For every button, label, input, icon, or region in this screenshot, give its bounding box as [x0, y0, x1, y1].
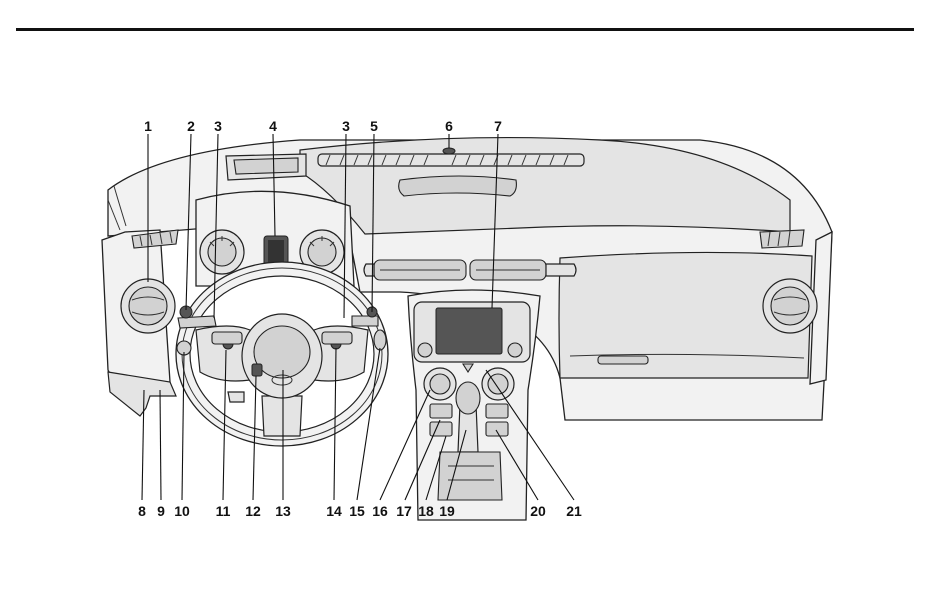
- callout-bottom-13: 13: [275, 503, 291, 519]
- ignition-switch: [374, 330, 386, 350]
- center-stack: [408, 290, 540, 520]
- callout-top-5: 5: [370, 118, 378, 134]
- callout-bottom-18: 18: [418, 503, 434, 519]
- steering-wheel: [176, 262, 388, 446]
- heads-up-display: [226, 154, 306, 180]
- center-upper-vent: [399, 176, 517, 196]
- callout-bottom-10: 10: [174, 503, 190, 519]
- right-round-air-vent: [763, 279, 817, 333]
- callout-top-3-right: 3: [342, 118, 350, 134]
- callout-bottom-8: 8: [138, 503, 146, 519]
- callout-top-3-left: 3: [214, 118, 222, 134]
- callout-top-7: 7: [494, 118, 502, 134]
- right-side-vent: [760, 230, 804, 248]
- callout-bottom-16: 16: [372, 503, 388, 519]
- callout-bottom-9: 9: [157, 503, 165, 519]
- callout-top-2: 2: [187, 118, 195, 134]
- callout-bottom-15: 15: [349, 503, 365, 519]
- callout-bottom-17: 17: [396, 503, 412, 519]
- callout-bottom-11: 11: [216, 503, 231, 519]
- left-round-air-vent: [121, 279, 175, 333]
- callout-bottom-21: 21: [566, 503, 582, 519]
- callout-bottom-20: 20: [530, 503, 546, 519]
- callout-bottom-19: 19: [439, 503, 455, 519]
- tilt-telescope-lever: [228, 392, 244, 402]
- callout-top-4: 4: [269, 118, 277, 134]
- callout-bottom-14: 14: [326, 503, 342, 519]
- callout-bottom-12: 12: [245, 503, 261, 519]
- callout-top-6: 6: [445, 118, 453, 134]
- callout-top-1: 1: [144, 118, 152, 134]
